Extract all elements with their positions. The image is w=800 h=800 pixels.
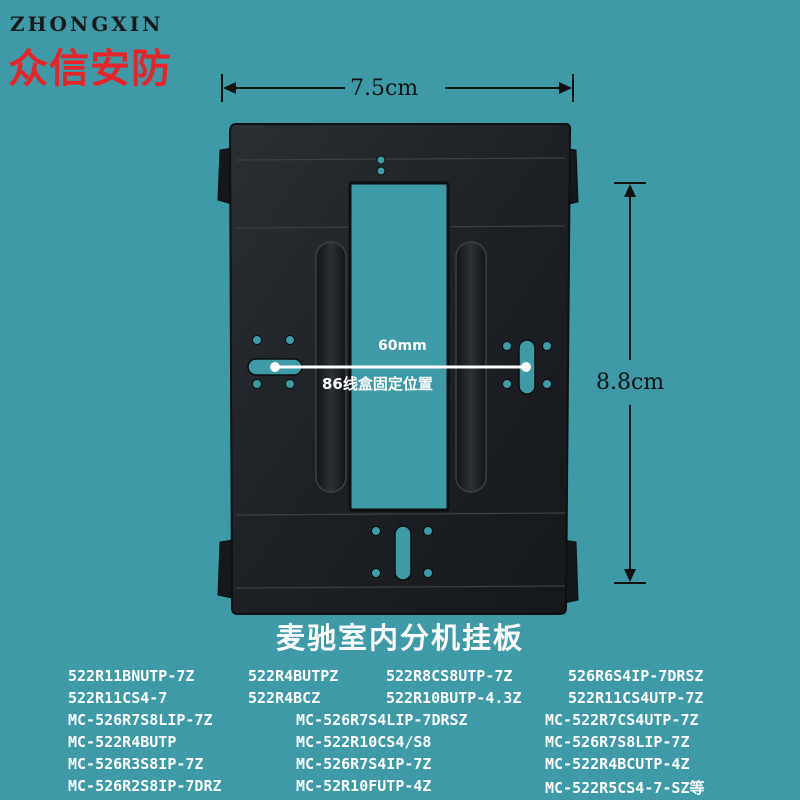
model-item: MC-526R7S8LIP-7Z xyxy=(545,733,690,751)
height-label: 8.8cm xyxy=(596,370,665,395)
width-label: 7.5cm xyxy=(350,76,419,101)
brand-name-en: ZHONGXIN xyxy=(10,12,164,36)
mount-distance-line xyxy=(270,362,531,372)
model-item: MC-526R2S8IP-7DRZ xyxy=(68,777,222,795)
model-item: MC-522R10CS4/S8 xyxy=(296,733,432,751)
model-item: MC-522R4BCUTP-4Z xyxy=(545,755,690,773)
screw-holes xyxy=(252,155,552,578)
width-dimension-arrow xyxy=(221,74,574,102)
center-cutout xyxy=(348,181,450,512)
model-item: MC-522R7CS4UTP-7Z xyxy=(545,711,699,729)
product-title: 麦驰室内分机挂板 xyxy=(275,621,524,655)
model-item: 522R4BUTPZ xyxy=(248,667,339,685)
model-item: 526R6S4IP-7DRSZ xyxy=(568,667,704,685)
model-item: 522R11CS4-7 xyxy=(68,689,168,707)
model-item: MC-522R5CS4-7-SZ等 xyxy=(545,779,705,797)
model-item: 522R10BUTP-4.3Z xyxy=(386,689,522,707)
mount-distance-label: 60mm xyxy=(378,338,427,354)
model-item: MC-526R3S8IP-7Z xyxy=(68,755,204,773)
model-item: 522R11CS4UTP-7Z xyxy=(568,689,704,707)
mount-caption: 86线盒固定位置 xyxy=(322,375,433,393)
model-item: 522R8CS8UTP-7Z xyxy=(386,667,513,685)
model-item: MC-526R7S4IP-7Z xyxy=(296,755,432,773)
model-item: MC-526R7S8LIP-7Z xyxy=(68,711,213,729)
model-item: 522R4BCZ xyxy=(248,689,321,707)
model-item: 522R11BNUTP-7Z xyxy=(68,667,195,685)
model-item: MC-526R7S4LIP-7DRSZ xyxy=(296,711,468,729)
brand-name-cn: 众信安防 xyxy=(8,46,172,92)
model-item: MC-522R4BUTP xyxy=(68,733,177,751)
height-dimension-arrow xyxy=(614,182,646,584)
model-item: MC-52R10FUTP-4Z xyxy=(296,777,432,795)
bottom-mount-slot xyxy=(394,525,412,581)
